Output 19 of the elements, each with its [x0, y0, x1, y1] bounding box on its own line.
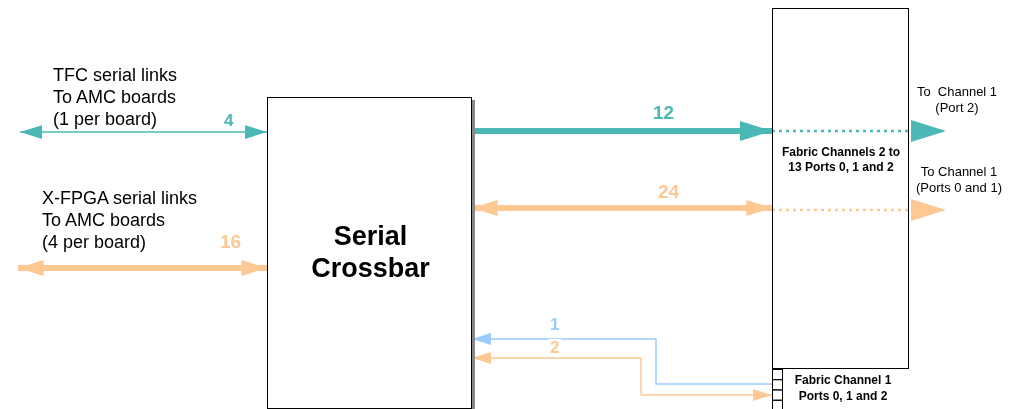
link-description: TFC serial links To AMC boards (1 per board): [53, 64, 177, 130]
channel-box: [772, 368, 909, 409]
edge-label: 24: [656, 183, 682, 201]
note-text: To Channel 1 (Ports 0 and 1): [915, 164, 1003, 196]
box-label: Fabric Channel 1 Ports 0, 1 and 2: [793, 372, 893, 404]
arrow: [772, 199, 946, 221]
link-description: X-FPGA serial links To AMC boards (4 per board): [42, 187, 198, 253]
arrow: [18, 260, 267, 276]
backplane-box: [772, 8, 909, 409]
box-title: Serial Crossbar: [310, 220, 431, 284]
box-label: Fabric Channels 2 to 13 Ports 0, 1 and 2: [781, 145, 901, 175]
arrow: [472, 121, 772, 141]
arrow: [19, 125, 268, 139]
note-text: To Channel 1 (Port 2): [915, 84, 999, 116]
arrow: [472, 200, 772, 216]
edge-label: 12: [651, 104, 677, 122]
crossbar-box: [267, 97, 472, 409]
arrow: [772, 120, 946, 142]
edge-label: 16: [218, 233, 244, 251]
